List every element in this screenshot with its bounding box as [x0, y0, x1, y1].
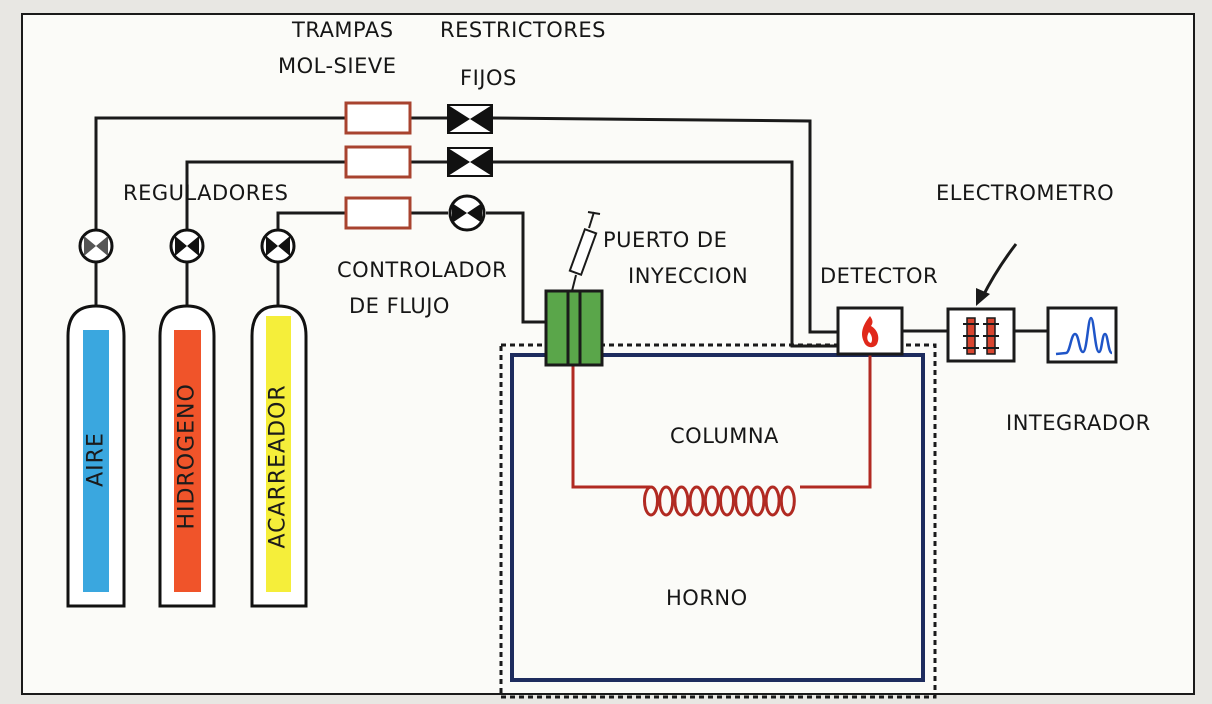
air-line [94, 116, 346, 230]
coil-loop [764, 485, 781, 517]
oven-box[interactable] [510, 353, 925, 682]
chromatogram-icon [1055, 316, 1113, 356]
carrier-line [276, 211, 346, 230]
tank-label-hydrogen: HIDROGENO [174, 383, 200, 530]
regulators [78, 228, 296, 264]
tank-hydrogen[interactable] [158, 304, 216, 608]
trap-hydrogen[interactable] [344, 145, 412, 179]
arrow-icon [976, 243, 1018, 306]
tank-air[interactable] [66, 304, 126, 608]
integrator[interactable] [1046, 306, 1118, 364]
carrier-line-to-injector [410, 211, 546, 324]
label-columna: COLUMNA [670, 424, 779, 448]
coil-loop [703, 485, 720, 517]
tank-label-air: AIRE [83, 432, 109, 487]
label-electrometro: ELECTROMETRO [936, 181, 1115, 205]
tank-label-carrier: ACARREADOR [265, 384, 291, 549]
column-coil[interactable] [643, 485, 796, 517]
regulator-air[interactable] [78, 228, 114, 264]
flow-controller[interactable] [448, 194, 486, 232]
injection-port[interactable] [544, 289, 604, 367]
coil-loop [749, 485, 766, 517]
electrometer[interactable] [946, 307, 1016, 363]
fixed-restrictors [447, 104, 493, 177]
mol-sieve-traps [344, 101, 412, 230]
label-puerto-de: PUERTO DE [603, 228, 728, 252]
regulator-carrier[interactable] [260, 228, 296, 264]
coil-loop [673, 485, 690, 517]
flame-icon [862, 316, 879, 348]
label-inyeccion: INYECCION [628, 264, 749, 288]
coil-loop [779, 485, 796, 517]
label-restrictores: RESTRICTORES [440, 18, 607, 42]
column-tubing [571, 355, 872, 489]
hydrogen-line [185, 160, 346, 230]
coil-loop [658, 485, 675, 517]
trap-carrier[interactable] [344, 196, 412, 230]
regulator-hydrogen[interactable] [169, 228, 205, 264]
tank-necks [94, 262, 280, 306]
syringe-icon[interactable] [568, 211, 601, 292]
coil-loop [688, 485, 705, 517]
label-mol-sieve: MOL-SIEVE [278, 54, 397, 78]
gas-tanks [66, 304, 308, 608]
label-integrador: INTEGRADOR [1006, 411, 1151, 435]
restrictor-hydrogen[interactable] [447, 147, 493, 177]
tank-carrier[interactable] [250, 304, 308, 608]
coil-loop [734, 485, 751, 517]
hydrogen-line-to-detector [410, 160, 838, 348]
label-fijos: FIJOS [460, 66, 517, 90]
restrictor-air[interactable] [447, 104, 493, 134]
label-detector: DETECTOR [820, 264, 939, 288]
label-controlador: CONTROLADOR [337, 258, 508, 282]
coil-loop [719, 485, 735, 517]
air-line-to-detector [410, 116, 838, 334]
label-trampas: TRAMPAS [292, 18, 394, 42]
label-de-flujo: DE FLUJO [349, 294, 450, 318]
trap-air[interactable] [344, 101, 412, 135]
label-horno: HORNO [666, 586, 748, 610]
coil-loop [643, 485, 659, 517]
label-reguladores: REGULADORES [123, 181, 289, 205]
oven-dashed-border [499, 343, 937, 699]
gas-lines [94, 116, 1048, 348]
